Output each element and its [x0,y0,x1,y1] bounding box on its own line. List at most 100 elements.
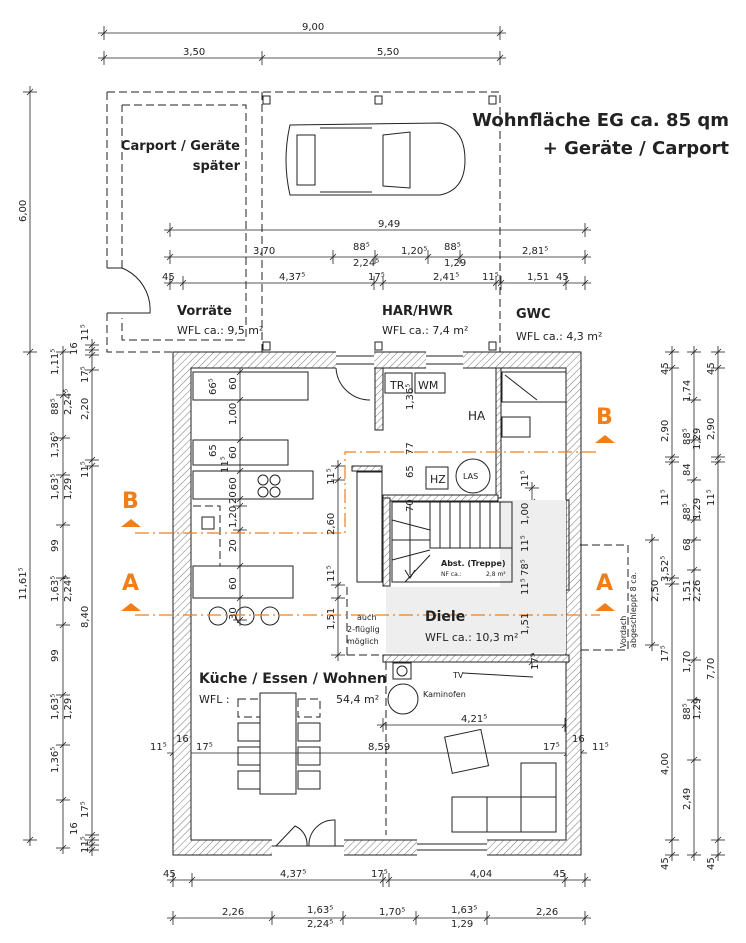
dimension-tick [581,914,589,922]
dimension-tick [166,279,174,287]
dimension-label: 1,20 [228,506,239,528]
section-a-right: A [596,571,613,596]
section-a-left-arrow-icon [121,603,141,611]
dimension-label: 1,70 [682,651,693,673]
dimension-label: 11⁵ [520,535,531,552]
dimension-tick [88,351,96,359]
dimension-label: 60 [228,577,239,590]
dimension-tick [690,396,698,404]
room-name-vorraete: Vorräte [177,304,232,319]
dimension-label: 4,21⁵ [461,714,487,725]
dimension-tick [59,391,67,399]
dimension-label: 9,00 [302,22,324,33]
title-line-2: + Geräte / Carport [543,138,730,159]
section-b-right-arrow-icon [595,435,615,443]
dimension-label: 2,81⁵ [522,246,548,257]
interior-walls [351,367,570,663]
dimension-label: 1,11⁵ [50,349,61,375]
dimension-tick [59,574,67,582]
dimension-label: 7,70 [706,658,717,680]
dimension-tick [690,348,698,356]
dimension-label: 99 [50,539,61,552]
dimension-label: 30 [228,607,239,620]
dimension-label: 60 [228,377,239,390]
section-b-left-arrow-icon [121,519,141,527]
dimension-label: 2,26 [692,580,703,602]
dimension-tick [188,876,196,884]
dimension-label: 3,52⁵ [660,556,671,582]
living-furniture [237,662,557,835]
dimension-tick [668,453,676,461]
room-area-kueche: 54,4 m² [336,693,379,706]
dimension-label: 1,29 [451,919,473,930]
dimension-tick [690,536,698,544]
dimension-tick [492,279,500,287]
dimension-label: 1,63⁵ [50,694,61,720]
dimension-tick [648,641,656,649]
dimension-label: 1,29 [63,698,74,720]
dimension-tick [668,580,676,588]
dimension-label: 6,00 [18,200,29,222]
dimension-label: 1,63⁵ [451,905,477,916]
dimension-label: 1,29 [692,498,703,520]
dimension-label: 2,49 [682,788,693,810]
dimension-label: 2,26 [222,907,244,918]
door-note-1: auch [357,613,376,622]
dimension-label: 20 [228,539,239,552]
dimension-label: 1,36⁵ [50,432,61,458]
dimension-label: 2,90 [660,420,671,442]
dimension-tick [26,88,34,96]
door-note-3: möglich [347,637,379,646]
dimension-tick [496,29,504,37]
dimension-label: 88⁵ [682,503,693,520]
dimension-tick [169,876,177,884]
dimension-label: 17⁵ [80,366,91,383]
dimension-label: 45 [162,272,175,283]
dimension-label: 4,37⁵ [280,869,306,880]
dimension-label: 4,00 [660,753,671,775]
dimension-label: 3,70 [253,246,275,257]
dimension-tick [59,434,67,442]
dimension-tick [59,691,67,699]
section-b-right: B [596,405,613,430]
dimension-label: 11,61⁵ [18,567,29,600]
dimension-label: 8,59 [368,742,390,753]
dimension-label: 17⁵ [660,645,671,662]
dimension-label: 11⁵ [482,272,499,283]
dimension-tick [268,914,276,922]
dimension-label: 1,51 [527,272,549,283]
dimension-tick [412,914,420,922]
dimension-tick [59,796,67,804]
dimension-tick [334,581,342,589]
dimension-label: 84 [682,463,693,476]
dimension-label: 16 [69,342,80,355]
dimension-tick [334,462,342,470]
dimension-label: 1,63⁵ [307,905,333,916]
dimension-tick [714,851,722,859]
dimension-label: 70 [405,499,416,512]
dimension-tick [59,348,67,356]
dimension-tick [456,253,464,261]
dimension-label: 1,63⁵ [50,474,61,500]
dimension-label: 11⁵ [706,489,717,506]
dimension-tick [690,756,698,764]
room-area-vorraete: WFL ca.: 9,5 m² [177,324,263,337]
room-area-abst: 2,8 m² [486,571,506,578]
openings [272,351,487,856]
dimension-tick [339,914,347,922]
dimension-label: 65 [208,444,219,457]
dimension-label: 45 [553,869,566,880]
dimension-tick [370,279,378,287]
dimension-label: 45 [163,869,176,880]
dimension-label: 1,70⁵ [379,907,405,918]
dimension-label: 45 [660,362,671,375]
dimension-tick [668,836,676,844]
dimension-tick [668,574,676,582]
staircase [391,501,513,583]
dimension-tick [581,279,589,287]
dimension-label: 1,29 [692,428,703,450]
label-las: LAS [463,472,478,481]
room-name-diele: Diele [425,609,465,625]
